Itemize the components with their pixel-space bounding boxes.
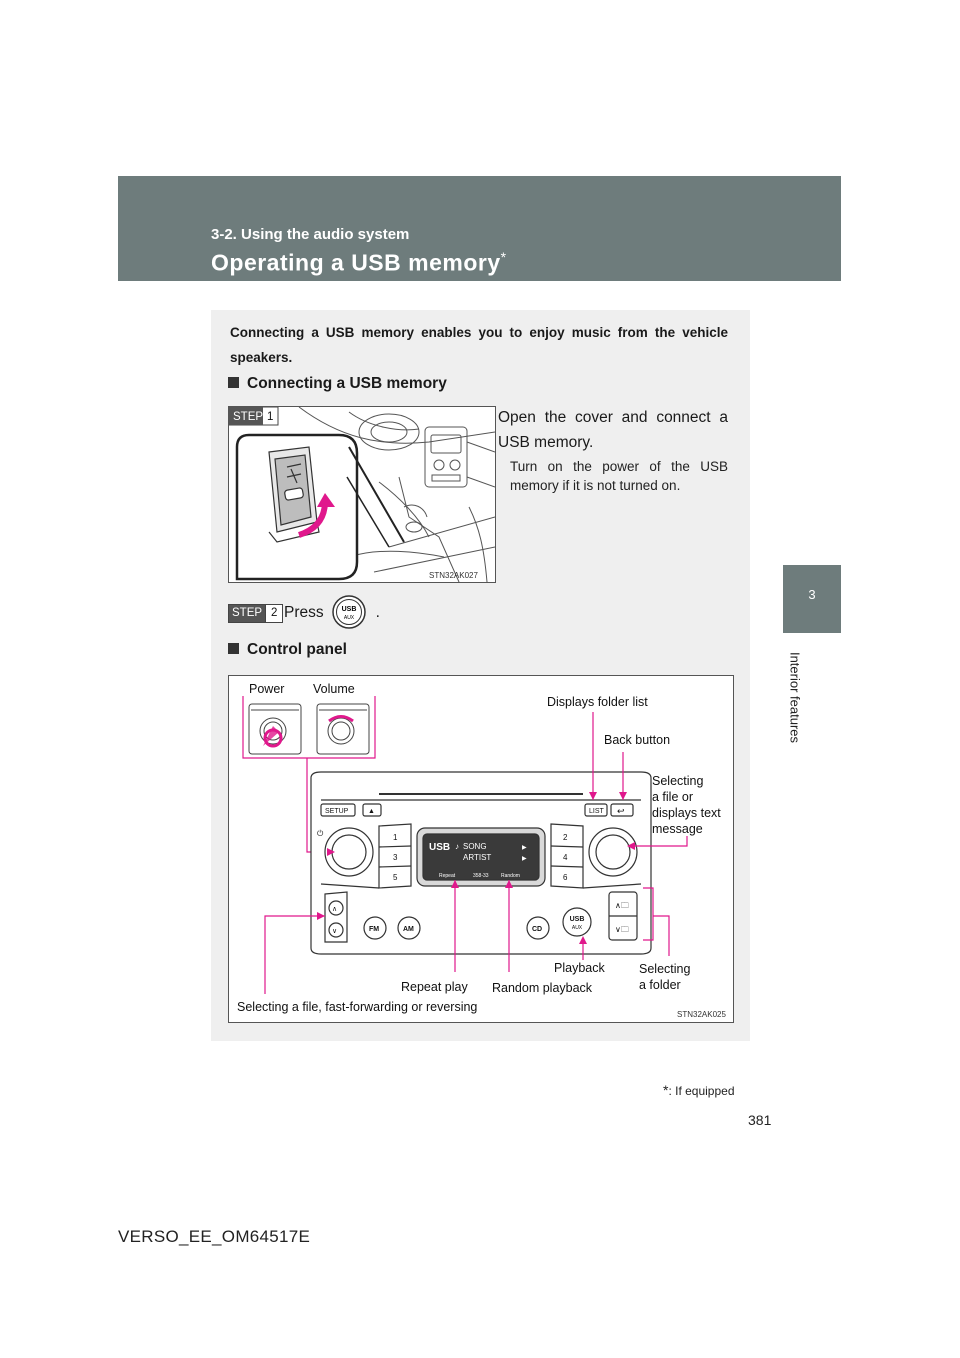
chapter-number: 3 — [808, 587, 816, 602]
label-selecting-folder-line: Selecting — [639, 962, 691, 976]
label-back-button: Back button — [604, 733, 671, 747]
label-power: Power — [249, 682, 285, 696]
seek-down-icon: ∨ — [332, 928, 337, 935]
step1-note: Turn on the power of the USB memory if i… — [510, 459, 728, 493]
display-usb: USB — [429, 842, 450, 853]
display-repeat: Repeat — [439, 873, 456, 879]
usb-icon-label-top: USB — [342, 606, 357, 613]
step2-badge-number: 2 — [265, 605, 283, 622]
preset-6: 6 — [563, 873, 568, 882]
page-title: Operating a USB memory* — [211, 249, 507, 277]
label-selecting-folder-line: a folder — [639, 978, 681, 992]
intro-text: Connecting a USB memory enables you to e… — [230, 325, 728, 365]
title-asterisk: * — [500, 249, 507, 265]
footnote-text: : If equipped — [668, 1084, 735, 1098]
panel-usb: USB — [570, 916, 585, 923]
step2-badge: STEP 2 — [228, 604, 284, 623]
square-bullet-icon — [228, 377, 239, 388]
label-selecting-file-text-line: Selecting — [652, 774, 704, 788]
label-selecting-file-text-line: a file or — [652, 790, 693, 804]
page-number: 381 — [748, 1112, 772, 1128]
panel-fm: FM — [369, 926, 379, 933]
label-selecting-file-text: Selecting a file or displays text messag… — [652, 773, 721, 837]
page-title-text: Operating a USB memory — [211, 249, 501, 276]
subhead-control-panel-label: Control panel — [247, 641, 347, 658]
display-song: SONG — [463, 842, 487, 851]
folder-up-icon: ∧🗀 — [615, 901, 629, 910]
display-random: Random — [501, 873, 520, 879]
usb-port-figure: STEP 1 STN32AK027 — [228, 406, 496, 583]
note-icon: ♪ — [455, 842, 459, 851]
power-symbol-icon: ⏻ — [317, 829, 324, 838]
label-volume: Volume — [313, 682, 355, 696]
step2-badge-word: STEP — [229, 605, 266, 622]
label-selecting-file-text-line: message — [652, 822, 703, 836]
step1-badge: STEP 1 — [229, 407, 279, 426]
panel-back: ↩ — [617, 806, 625, 816]
subhead-control-panel: Control panel — [228, 641, 347, 659]
footnote: *: If equipped — [663, 1082, 735, 1098]
chapter-tab: 3 — [783, 565, 841, 633]
footnote-asterisk: * — [663, 1082, 669, 1098]
preset-5: 5 — [393, 873, 398, 882]
panel-am: AM — [403, 926, 414, 933]
panel-setup: SETUP — [325, 808, 349, 815]
arrow-right-icon: ▶ — [522, 845, 527, 851]
usb-aux-button-icon: USB AUX — [332, 595, 366, 629]
label-playback: Playback — [554, 961, 605, 975]
figure2-code: STN32AK025 — [677, 1010, 726, 1019]
usb-port-illustration: STEP 1 STN32AK027 — [229, 407, 495, 582]
subhead-connecting: Connecting a USB memory — [228, 375, 447, 393]
chapter-label: Interior features — [787, 651, 803, 744]
label-random-playback: Random playback — [492, 981, 593, 995]
step2-line: Press. — [284, 604, 380, 622]
square-bullet-icon — [228, 643, 239, 654]
display-time: 358-33 — [473, 873, 489, 879]
preset-4: 4 — [563, 853, 568, 862]
panel-cd: CD — [532, 926, 542, 933]
step2-press-text: Press — [284, 604, 324, 621]
seek-up-icon: ∧ — [332, 906, 337, 913]
display-artist: ARTIST — [463, 853, 491, 862]
step2-period: . — [375, 604, 380, 621]
subhead-connecting-label: Connecting a USB memory — [247, 375, 447, 392]
control-panel-figure: SETUP ▲ LIST ↩ 1 3 5 2 4 6 ∧ ∨ FM AM CD … — [228, 675, 734, 1023]
control-panel-illustration: SETUP ▲ LIST ↩ 1 3 5 2 4 6 ∧ ∨ FM AM CD … — [242, 696, 688, 994]
arrow-right-icon: ▶ — [522, 856, 527, 862]
folder-down-icon: ∨🗀 — [615, 925, 629, 934]
step1-badge-number: 1 — [267, 411, 273, 423]
section-title: 3-2. Using the audio system — [211, 226, 410, 243]
preset-1: 1 — [393, 833, 398, 842]
figure1-code: STN32AK027 — [429, 571, 478, 580]
step1-badge-word: STEP — [233, 411, 263, 423]
document-code: VERSO_EE_OM64517E — [118, 1227, 311, 1246]
label-selecting-folder: Selecting a folder — [639, 961, 690, 993]
label-selecting-file-text-line: displays text — [652, 806, 721, 820]
panel-aux: AUX — [572, 925, 583, 931]
label-repeat-play: Repeat play — [401, 980, 468, 994]
preset-3: 3 — [393, 853, 398, 862]
usb-icon-label-bottom: AUX — [344, 615, 355, 621]
panel-eject: ▲ — [368, 808, 375, 815]
label-selecting-ff-rev: Selecting a file, fast-forwarding or rev… — [237, 1000, 478, 1014]
chapter-label-wrap: Interior features — [781, 650, 803, 750]
preset-2: 2 — [563, 833, 568, 842]
header-band: 3-2. Using the audio system Operating a … — [118, 176, 841, 281]
panel-list: LIST — [589, 808, 605, 815]
step1-instruction: Open the cover and connect a USB memory. — [498, 409, 728, 451]
label-displays-folder-list: Displays folder list — [547, 695, 648, 709]
